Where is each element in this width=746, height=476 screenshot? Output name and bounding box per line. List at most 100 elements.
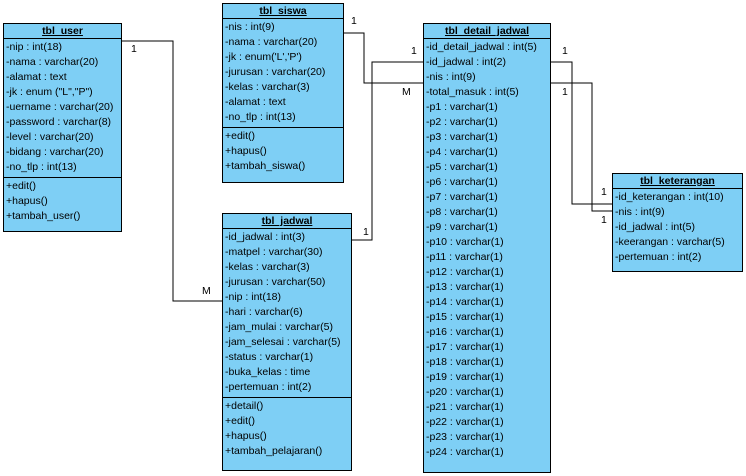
attribute-row: -p19 : varchar(1) [426,371,504,383]
attribute-row: -jam_mulai : varchar(5) [225,321,333,333]
method-list: +edit() +hapus() +tambah_siswa() [223,127,343,176]
attribute-row: -total_masuk : int(5) [426,86,519,98]
method-row: +edit() [225,415,256,427]
attribute-row: -status : varchar(1) [225,351,314,363]
multiplicity-detail-one-b: 1 [562,86,568,98]
attribute-row: -p6 : varchar(1) [426,176,498,188]
attribute-row: -alamat : text [225,96,286,108]
attribute-row: -password : varchar(8) [6,116,112,128]
attribute-row: -nip : int(18) [225,291,282,303]
class-tbl-siswa[interactable]: tbl_siswa -nis : int(9) -nama : varchar(2… [222,3,344,183]
class-title: tbl_jadwal [223,214,351,229]
class-title: tbl_siswa [223,4,343,19]
attribute-row: -p4 : varchar(1) [426,146,498,158]
attribute-row: -p3 : varchar(1) [426,131,498,143]
multiplicity-jadwal-one: 1 [363,226,369,238]
attribute-row: -jk : enum('L','P') [225,51,302,63]
attribute-row: -nis : int(9) [225,21,275,33]
link-siswa-detail [344,32,423,84]
attribute-list: -nis : int(9) -nama : varchar(20) -jk : en… [223,19,343,127]
attribute-row: -p21 : varchar(1) [426,401,504,413]
attribute-row: -pertemuan : int(2) [225,381,312,393]
attribute-row: -p20 : varchar(1) [426,386,504,398]
attribute-list: -id_jadwal : int(3) -matpel : varchar(30)… [223,229,351,397]
method-row: +hapus() [225,430,267,442]
multiplicity-user-one: 1 [131,43,137,55]
attribute-row: -no_tlp : int(13) [225,111,296,123]
method-row: +hapus() [225,145,267,157]
attribute-row: -jurusan : varchar(20) [225,66,326,78]
attribute-row: -jk : enum ("L","P") [6,86,93,98]
attribute-row: -p8 : varchar(1) [426,206,498,218]
multiplicity-siswa-one: 1 [351,15,357,27]
attribute-row: -hari : varchar(6) [225,306,303,318]
class-tbl-keterangan[interactable]: tbl_keterangan -id_keterangan : int(10)-… [612,173,743,272]
attribute-row: -nama : varchar(20) [6,56,99,68]
attribute-row: -level : varchar(20) [6,131,94,143]
attribute-row: -buka_kelas : time [225,366,311,378]
attribute-list: -nip : int(18) -nama : varchar(20) -alamat… [4,39,121,177]
attribute-row: -p5 : varchar(1) [426,161,498,173]
attribute-row: -p24 : varchar(1) [426,446,504,458]
method-list: +edit() +hapus() +tambah_user() [4,177,121,226]
attribute-row: -p15 : varchar(1) [426,311,504,323]
attribute-row: -p23 : varchar(1) [426,431,504,443]
method-row: +detail() [225,400,264,412]
attribute-list: -id_keterangan : int(10) -nis : int(9) -id… [613,189,742,267]
attribute-row: -p9 : varchar(1) [426,221,498,233]
attribute-row: -p11 : varchar(1) [426,251,503,263]
method-list: +detail() +edit() +hapus() +tambah_pelajara… [223,397,351,461]
link-detail-keterangan-b [551,82,612,212]
multiplicity-keterangan-one-a: 1 [601,186,607,198]
attribute-row: -nis : int(9) [426,71,476,83]
attribute-row: -matpel : varchar(30) [225,246,323,258]
attribute-row: -p12 : varchar(1) [426,266,504,278]
link-user-jadwal [122,40,222,302]
multiplicity-detail-many: M [402,86,411,98]
attribute-row: -id_jadwal : int(5) [615,221,695,233]
class-title: tbl_user [4,24,121,39]
attribute-row: -alamat : text [6,71,67,83]
attribute-row: -p2 : varchar(1) [426,116,498,128]
method-row: +tambah_pelajaran() [225,445,323,457]
attribute-row: -p14 : varchar(1) [426,296,504,308]
attribute-row: -keerangan : varchar(5) [615,236,725,248]
method-row: +hapus() [6,195,48,207]
attribute-list: -id_detail_jadwal : int(5) -id_jadwal : i… [424,39,550,462]
attribute-row: -uername : varchar(20) [6,101,114,113]
attribute-row: -p10 : varchar(1) [426,236,504,248]
attribute-row: -p7 : varchar(1) [426,191,498,203]
attribute-row: -id_detail_jadwal : int(5) [426,41,537,53]
attribute-row: -no_tlp : int(13) [6,161,77,173]
attribute-row: -id_jadwal : int(2) [426,56,506,68]
attribute-row: -kelas : varchar(3) [225,261,310,273]
attribute-row: -p13 : varchar(1) [426,281,504,293]
method-row: +tambah_siswa() [225,160,306,172]
attribute-row: -id_jadwal : int(3) [225,231,305,243]
attribute-row: -bidang : varchar(20) [6,146,104,158]
multiplicity-detail-one-a: 1 [562,45,568,57]
link-jadwal-detail [352,61,423,241]
attribute-row: -pertemuan : int(2) [615,251,702,263]
class-tbl-jadwal[interactable]: tbl_jadwal -id_jadwal : int(3) -matpel : … [222,213,352,471]
multiplicity-keterangan-one-b: 1 [601,214,607,226]
class-tbl-detail-jadwal[interactable]: tbl_detail_jadwal -id_detail_jadwal : in… [423,23,551,473]
class-tbl-user[interactable]: tbl_user -nip : int(18) -nama : varchar(2… [3,23,122,232]
attribute-row: -p22 : varchar(1) [426,416,504,428]
attribute-row: -id_keterangan : int(10) [615,191,724,203]
method-row: +tambah_user() [6,210,81,222]
attribute-row: -nis : int(9) [615,206,665,218]
attribute-row: -p17 : varchar(1) [426,341,504,353]
attribute-row: -nama : varchar(20) [225,36,318,48]
attribute-row: -nip : int(18) [6,41,63,53]
method-row: +edit() [6,180,37,192]
attribute-row: -p18 : varchar(1) [426,356,504,368]
multiplicity-jadwal-many: M [202,285,211,297]
method-row: +edit() [225,130,256,142]
class-title: tbl_detail_jadwal [424,24,550,39]
attribute-row: -p16 : varchar(1) [426,326,504,338]
attribute-row: -jam_selesai : varchar(5) [225,336,341,348]
attribute-row: -kelas : varchar(3) [225,81,310,93]
attribute-row: -jurusan : varchar(50) [225,276,326,288]
